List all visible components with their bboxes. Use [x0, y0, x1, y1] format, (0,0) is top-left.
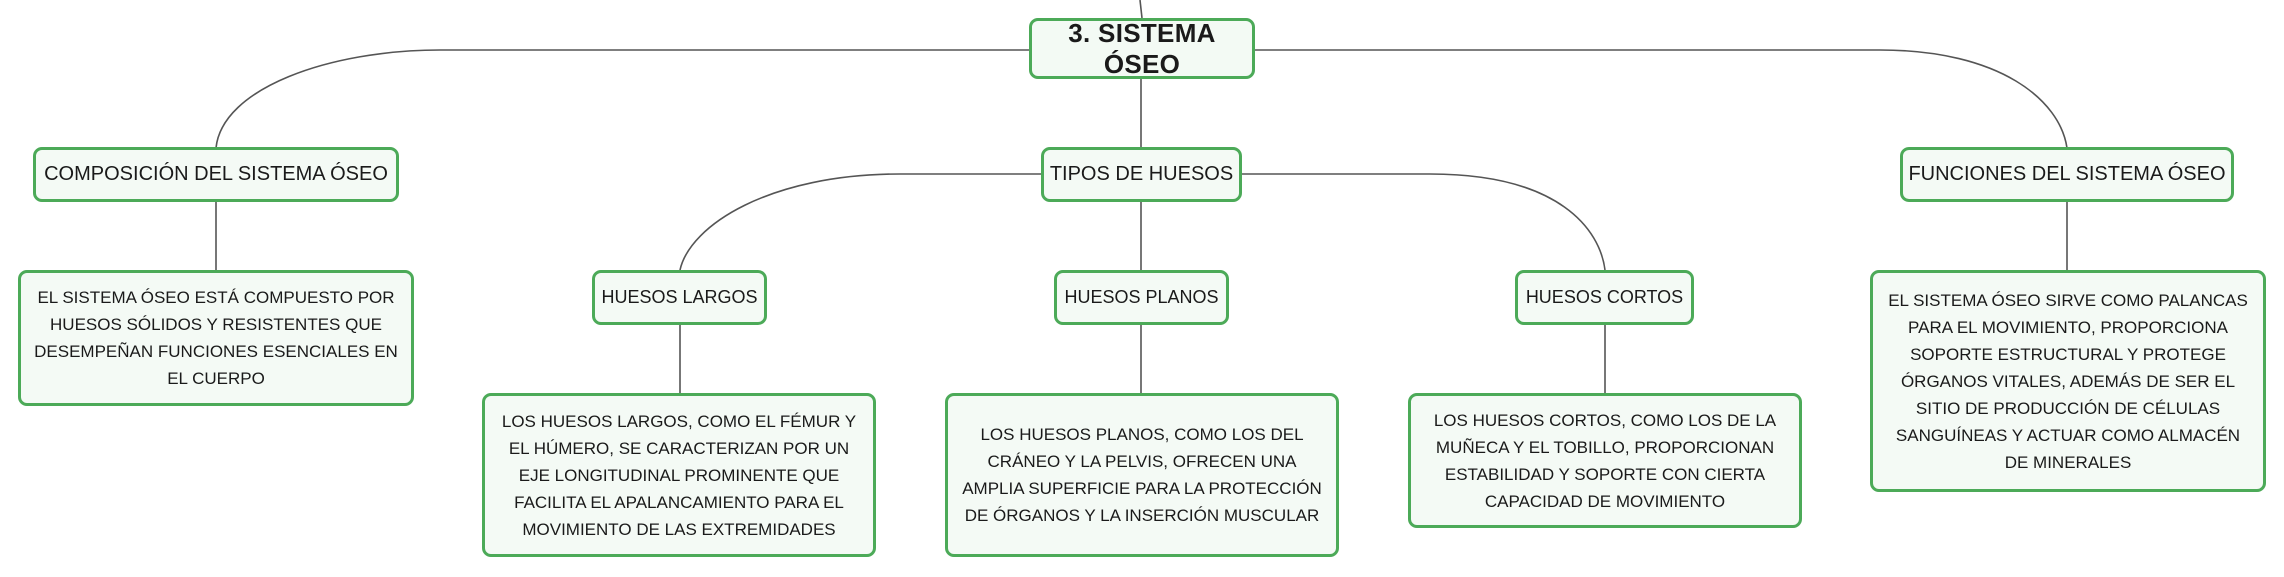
- funciones-node[interactable]: FUNCIONES DEL SISTEMA ÓSEO: [1900, 147, 2234, 202]
- funciones-label: FUNCIONES DEL SISTEMA ÓSEO: [1908, 163, 2226, 185]
- tipos-label: TIPOS DE HUESOS: [1049, 163, 1234, 185]
- composicion-description-text: EL SISTEMA ÓSEO ESTÁ COMPUESTO POR HUESO…: [34, 288, 398, 388]
- largos-description[interactable]: LOS HUESOS LARGOS, COMO EL FÉMUR Y EL HÚ…: [482, 393, 876, 557]
- planos-description-text: LOS HUESOS PLANOS, COMO LOS DEL CRÁNEO Y…: [962, 425, 1322, 525]
- connector-tipos-largos: [679, 173, 1043, 271]
- funciones-description-text: EL SISTEMA ÓSEO SIRVE COMO PALANCAS PARA…: [1888, 290, 2248, 472]
- root-node[interactable]: 3. SISTEMA ÓSEO: [1029, 18, 1255, 79]
- composicion-description[interactable]: EL SISTEMA ÓSEO ESTÁ COMPUESTO POR HUESO…: [18, 270, 414, 406]
- largos-node[interactable]: HUESOS LARGOS: [592, 270, 767, 325]
- tipos-node[interactable]: TIPOS DE HUESOS: [1041, 147, 1242, 202]
- cortos-node[interactable]: HUESOS CORTOS: [1515, 270, 1694, 325]
- largos-label: HUESOS LARGOS: [601, 287, 758, 307]
- connector-root-parent: [1139, 0, 1143, 19]
- composicion-label: COMPOSICIÓN DEL SISTEMA ÓSEO: [44, 163, 388, 185]
- connector-root-funciones: [1252, 49, 2068, 149]
- connector-tipos-cortos: [1240, 173, 1606, 271]
- composicion-node[interactable]: COMPOSICIÓN DEL SISTEMA ÓSEO: [33, 147, 399, 202]
- planos-label: HUESOS PLANOS: [1064, 287, 1219, 307]
- planos-description[interactable]: LOS HUESOS PLANOS, COMO LOS DEL CRÁNEO Y…: [945, 393, 1339, 557]
- funciones-description[interactable]: EL SISTEMA ÓSEO SIRVE COMO PALANCAS PARA…: [1870, 270, 2266, 492]
- largos-description-text: LOS HUESOS LARGOS, COMO EL FÉMUR Y EL HÚ…: [501, 411, 857, 539]
- cortos-description-text: LOS HUESOS CORTOS, COMO LOS DE LA MUÑECA…: [1433, 410, 1777, 511]
- cortos-label: HUESOS CORTOS: [1525, 287, 1684, 307]
- cortos-description[interactable]: LOS HUESOS CORTOS, COMO LOS DE LA MUÑECA…: [1408, 393, 1802, 528]
- connector-root-composicion: [215, 49, 1032, 149]
- planos-node[interactable]: HUESOS PLANOS: [1054, 270, 1229, 325]
- root-label: 3. SISTEMA ÓSEO: [1068, 17, 1216, 79]
